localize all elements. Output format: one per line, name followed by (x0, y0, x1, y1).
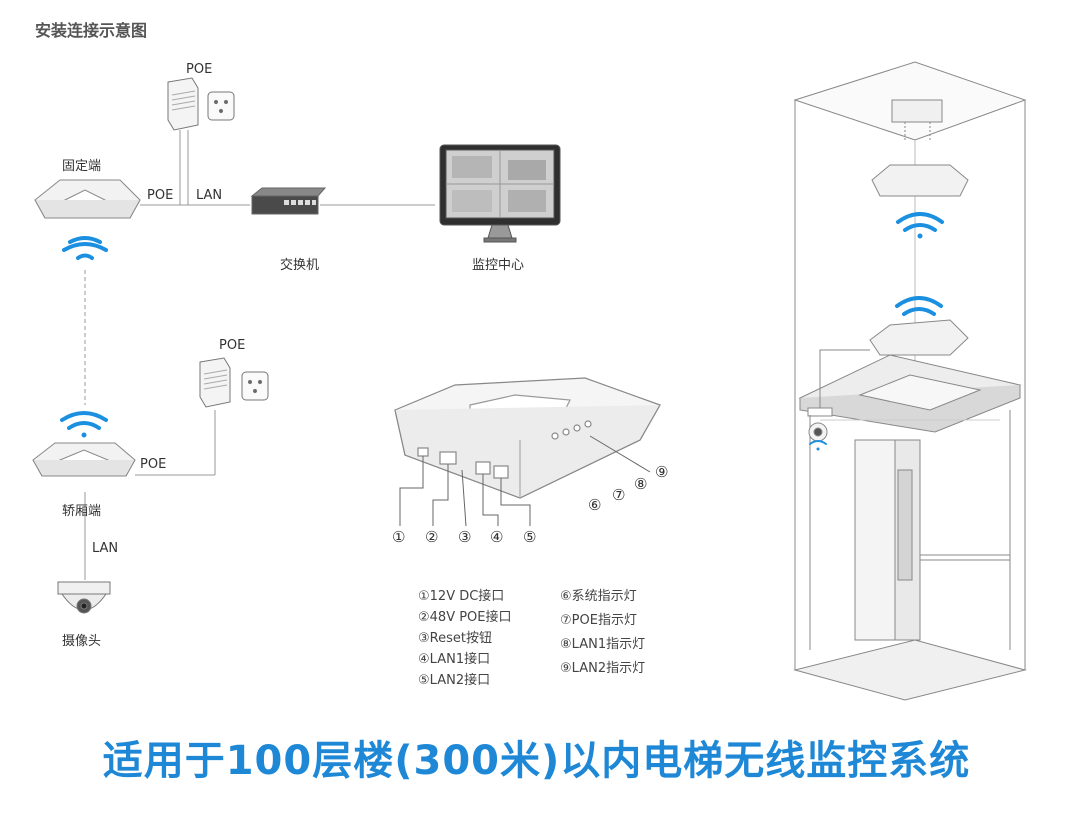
legend-port-item: ③Reset按钮 (418, 631, 492, 646)
wifi-icon-fixed (62, 236, 108, 260)
switch-device (250, 187, 327, 215)
switch-label: 交换机 (280, 258, 320, 273)
legend-port-item: ④LAN1接口 (418, 652, 491, 667)
led-number: ⑨ (655, 463, 669, 481)
led-number: ⑦ (612, 486, 626, 504)
led-number: ⑥ (588, 496, 602, 514)
monitor-device (439, 144, 561, 243)
car-end-ap-device (32, 442, 136, 477)
port-number: ③ (458, 528, 472, 546)
legend-led-item: ⑨LAN2指示灯 (560, 661, 646, 676)
wifi-icon-car-camera (809, 440, 827, 451)
camera-device (57, 581, 111, 614)
poe-label-left: POE (147, 188, 174, 203)
port-number: ② (425, 528, 439, 546)
poe-adapter-top (167, 77, 235, 131)
connection-lines (84, 130, 435, 580)
camera-label: 摄像头 (62, 634, 102, 649)
footer-slogan: 适用于100层楼(300米)以内电梯无线监控系统 (102, 738, 971, 784)
poe-adapter-mid (199, 357, 269, 408)
poe-label-car: POE (140, 457, 167, 472)
port-number: ④ (490, 528, 504, 546)
legend-port-item: ②48V POE接口 (418, 610, 512, 625)
wifi-icon-car (60, 411, 108, 438)
led-number: ⑧ (634, 475, 648, 493)
lan-label-top: LAN (196, 188, 223, 203)
monitor-center-label: 监控中心 (472, 258, 525, 273)
port-number: ⑤ (523, 528, 537, 546)
fixed-end-label: 固定端 (62, 159, 102, 174)
legend-led-item: ⑥系统指示灯 (560, 589, 637, 604)
large-ap-device (394, 377, 661, 499)
legend-port-item: ①12V DC接口 (418, 589, 505, 604)
legend-led-item: ⑧LAN1指示灯 (560, 637, 646, 652)
poe-label-mid: POE (219, 338, 246, 353)
diagram-title: 安装连接示意图 (35, 21, 148, 40)
wifi-icon-shaft-top (896, 212, 944, 239)
fixed-end-ap-device (34, 179, 141, 219)
port-number: ① (392, 528, 406, 546)
poe-label-top: POE (186, 62, 213, 77)
lan-label-camera: LAN (92, 541, 119, 556)
legend-led-item: ⑦POE指示灯 (560, 613, 637, 628)
car-end-label: 轿厢端 (62, 504, 102, 519)
legend-port-item: ⑤LAN2接口 (418, 673, 491, 688)
port-leader-lines (399, 435, 651, 527)
wifi-icon-shaft-roof (895, 296, 943, 316)
elevator-shaft (793, 61, 1027, 701)
